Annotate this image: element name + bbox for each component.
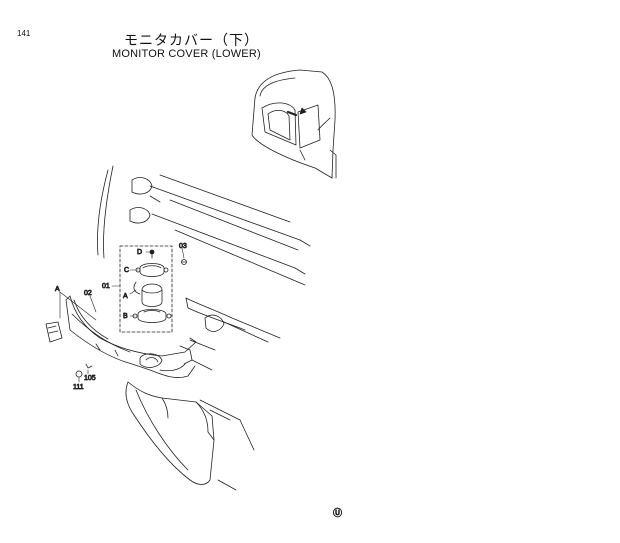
callout-a-mount: A	[123, 293, 128, 300]
cab-frame-lines	[97, 165, 311, 491]
callout-c: C	[124, 267, 129, 274]
callout-105: 105	[84, 375, 96, 382]
page-number: 141	[17, 29, 31, 38]
cab-inset-illustration	[251, 69, 337, 179]
side-cover-panel	[125, 381, 215, 485]
callout-d: D	[137, 249, 142, 256]
callout-a-clip: A	[55, 286, 60, 293]
callout-111: 111	[73, 384, 84, 391]
callout-01: 01	[102, 283, 110, 290]
detail-group-01	[119, 245, 187, 333]
footer-symbol: Ⓤ	[333, 508, 342, 518]
callout-03: 03	[179, 243, 187, 250]
clip-fastener-parts	[45, 321, 93, 378]
title-english: MONITOR COVER (LOWER)	[112, 48, 261, 60]
callout-02: 02	[84, 290, 92, 297]
callout-b: B	[123, 313, 128, 320]
leader-lines	[59, 247, 185, 383]
monitor-cover-lower-part	[65, 295, 197, 378]
title-japanese: モニタカバー（下）	[124, 33, 259, 49]
